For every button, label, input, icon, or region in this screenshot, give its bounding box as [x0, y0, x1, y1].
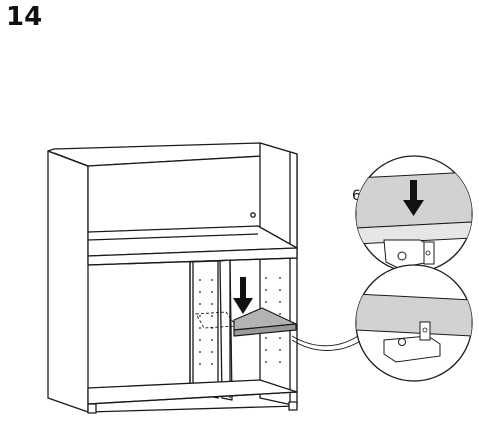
- adjustable-shelf: [233, 307, 297, 337]
- right-side-panel: [259, 142, 298, 407]
- screw-hole: [250, 212, 256, 218]
- detail-leader-line: [291, 335, 359, 347]
- detail-view-top: [355, 155, 473, 273]
- down-arrow-icon: [403, 180, 424, 216]
- shelf-pin-holes: [199, 277, 281, 365]
- step-number: 14: [6, 2, 43, 32]
- center-divider: [219, 259, 233, 401]
- bottom-panel: [87, 379, 298, 405]
- left-divider: [189, 260, 219, 399]
- foot-left: [87, 403, 97, 414]
- down-arrow-icon: [233, 277, 253, 314]
- detail-view-bottom: [355, 264, 473, 382]
- cabinet: [47, 142, 298, 414]
- left-side-panel: [47, 150, 89, 413]
- foot-right: [288, 401, 298, 411]
